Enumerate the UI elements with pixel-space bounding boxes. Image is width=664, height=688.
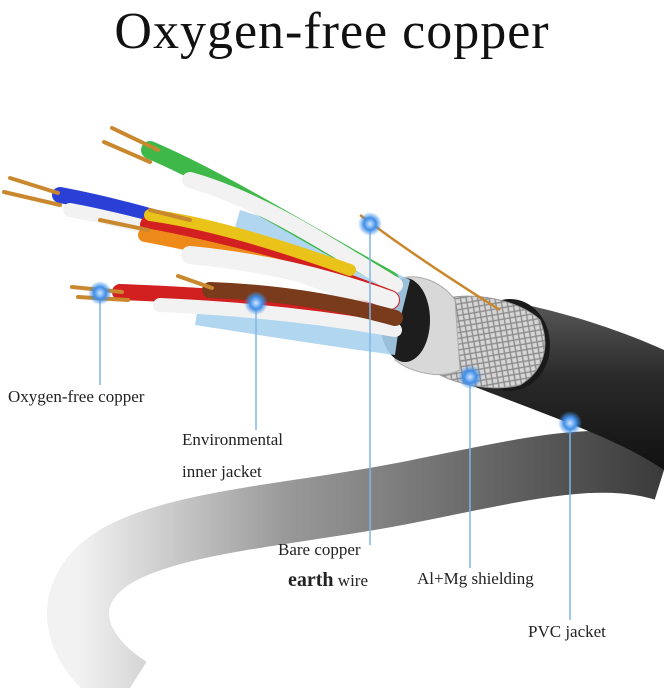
- label-shielding: Al+Mg shielding: [417, 569, 534, 589]
- label-pvc-jacket: PVC jacket: [528, 622, 606, 642]
- callout-dot-earth-wire: [358, 212, 382, 236]
- conductors: [60, 150, 395, 330]
- label-oxygen-free-copper: Oxygen-free copper: [8, 387, 144, 407]
- callout-dot-inner-jacket: [244, 291, 268, 315]
- label-inner-jacket-line1: Environmental: [182, 430, 283, 450]
- label-earth-wire: earth wire: [288, 570, 368, 591]
- diagram-title: Oxygen-free copper: [0, 2, 664, 61]
- label-bare-copper: Bare copper: [278, 540, 361, 560]
- callout-dot-pvc: [558, 411, 582, 435]
- label-inner-jacket-line2: inner jacket: [182, 462, 262, 482]
- callout-dot-shielding: [458, 365, 482, 389]
- label-wire-word: wire: [338, 571, 368, 590]
- cable-loop: [78, 462, 664, 688]
- label-earth-word: earth: [288, 569, 334, 591]
- callout-dot-copper: [88, 281, 112, 305]
